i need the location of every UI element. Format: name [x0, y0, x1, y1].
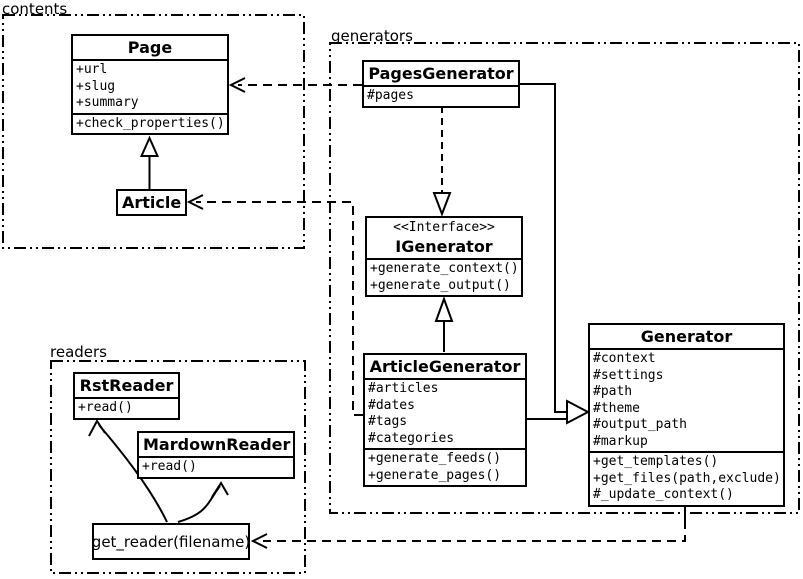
class-attrs-articlegenerator: #articles #dates #tags #categories	[365, 378, 525, 448]
package-frame-generators	[329, 42, 800, 514]
attr: #output_path	[593, 417, 687, 432]
method: +generate_feeds()	[368, 451, 502, 466]
package-label-readers: readers	[50, 343, 107, 361]
attr: #settings	[593, 367, 664, 383]
arrow-getreader-to-mardownreader	[177, 481, 229, 523]
method: +get_templates()	[593, 454, 719, 469]
attr: #tags	[368, 414, 408, 429]
class-box-page: Page +url +slug +summary +check_properti…	[71, 34, 229, 135]
class-box-article: Article	[116, 189, 187, 216]
attr: #dates	[368, 397, 415, 413]
method: +read()	[142, 459, 197, 474]
dependency-articlegenerator-to-article	[186, 194, 363, 416]
class-stereotype-igenerator: <<Interface>>	[393, 220, 495, 235]
attr: #articles	[368, 381, 439, 396]
method: +read()	[78, 400, 133, 415]
realization-pagesgenerator-to-igenerator	[432, 106, 452, 217]
attr: #context	[593, 351, 656, 366]
class-box-igenerator: <<Interface>> IGenerator +generate_conte…	[365, 216, 523, 297]
class-attrs-page: +url +slug +summary	[73, 59, 227, 113]
attr: #categories	[368, 430, 455, 446]
class-box-rstreader: RstReader +read()	[73, 372, 180, 420]
package-label-contents: contents	[2, 0, 68, 18]
method: +generate_context()	[370, 261, 519, 276]
class-title-rstreader: RstReader	[79, 376, 174, 395]
method: #_update_context()	[593, 487, 734, 502]
dependency-generator-to-getreader	[250, 502, 686, 549]
class-title-articlegenerator: ArticleGenerator	[369, 357, 521, 376]
method: +get_files(path,exclude)	[593, 470, 781, 486]
attr: #theme	[593, 400, 640, 416]
function-box-get-reader: get_reader(filename)	[92, 523, 250, 560]
dependency-pagesgenerator-to-page	[228, 77, 362, 93]
class-box-pagesgenerator: PagesGenerator #pages	[362, 60, 520, 108]
attr: #pages	[367, 88, 414, 103]
method: +generate_pages()	[368, 467, 502, 483]
package-frame-contents	[2, 14, 305, 249]
class-box-articlegenerator: ArticleGenerator #articles #dates #tags …	[363, 353, 527, 487]
class-title-mardownreader: MardownReader	[143, 435, 291, 454]
class-box-mardownreader: MardownReader +read()	[137, 431, 295, 479]
inheritance-article-to-page	[139, 135, 160, 189]
class-methods-mardownreader: +read()	[139, 456, 293, 477]
method: +generate_output()	[370, 277, 511, 293]
package-frame-readers	[50, 360, 306, 574]
attr: +summary	[76, 95, 139, 110]
class-methods-generator: +get_templates() +get_files(path,exclude…	[590, 451, 783, 505]
class-methods-igenerator: +generate_context() +generate_output()	[367, 258, 521, 295]
class-attrs-pagesgenerator: #pages	[364, 85, 518, 106]
attr: #markup	[593, 433, 648, 449]
class-title-article: Article	[122, 193, 182, 212]
class-title-generator: Generator	[640, 327, 733, 346]
attr: #path	[593, 384, 633, 399]
class-methods-articlegenerator: +generate_feeds() +generate_pages()	[365, 448, 525, 485]
class-title-page: Page	[127, 38, 173, 57]
class-title-pagesgenerator: PagesGenerator	[368, 64, 514, 83]
class-methods-rstreader: +read()	[75, 397, 178, 418]
inheritance-articlegenerator-to-igenerator	[434, 296, 454, 352]
method: +check_properties()	[76, 115, 225, 131]
class-title-igenerator: IGenerator	[395, 237, 493, 256]
class-methods-page: +check_properties()	[73, 112, 227, 134]
class-box-generator: Generator #context #settings #path #them…	[588, 323, 785, 507]
class-attrs-generator: #context #settings #path #theme #output_…	[590, 348, 783, 451]
attr: +slug	[76, 78, 116, 94]
arrow-getreader-to-rstreader	[88, 419, 168, 523]
package-label-generators: generators	[331, 27, 413, 45]
attr: +url	[76, 62, 108, 77]
function-label-get-reader: get_reader(filename)	[91, 532, 251, 551]
inheritance-generators-to-generator	[520, 83, 591, 425]
